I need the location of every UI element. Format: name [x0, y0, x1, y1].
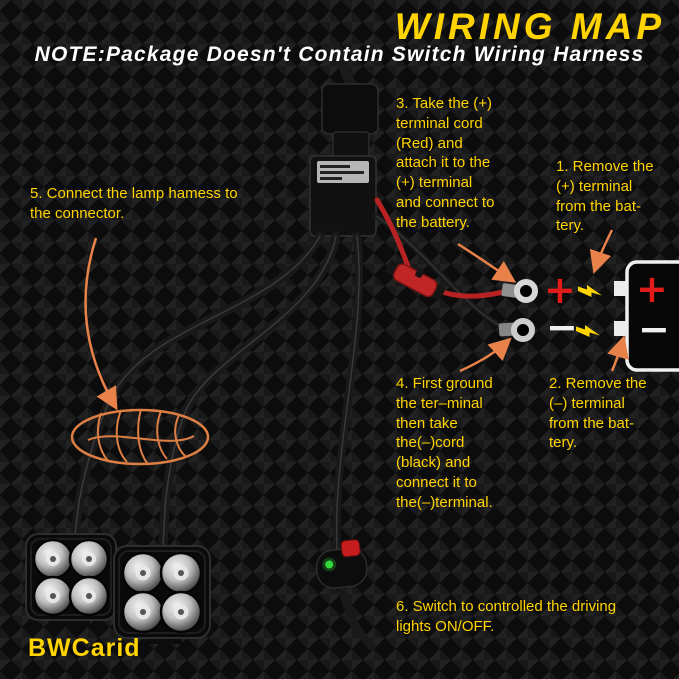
- lamp-wire-1: [70, 231, 325, 539]
- battery: + −: [614, 260, 679, 372]
- battery-negative-symbol: −: [638, 307, 670, 351]
- arrow-step-3: [457, 242, 517, 283]
- arrow-step-4: [459, 337, 512, 373]
- step-6-text: 6. Switch to controlled the driving ligh…: [396, 598, 617, 635]
- battery-negative-tab: [614, 321, 627, 336]
- arrow-step-5: [84, 237, 118, 411]
- lightning-bolt-icon: [578, 285, 602, 297]
- step-2-text: 2. Remove the (–) terminal from the bat-…: [549, 375, 647, 452]
- positive-terminal-symbol: +: [544, 268, 576, 312]
- switch-wire: [332, 232, 375, 650]
- led-pod-1: [25, 533, 117, 626]
- switch-led-indicator: [325, 560, 334, 569]
- negative-terminal-symbol: −: [546, 305, 578, 349]
- step-3-text: 3. Take the (+) terminal cord (Red) and …: [396, 95, 495, 231]
- subtitle-note: NOTE:Package Doesn't Contain Switch Wiri…: [34, 43, 645, 66]
- rocker-switch: [315, 539, 368, 589]
- harness-connector: [321, 83, 379, 159]
- step-5-text: 5. Connect the lamp hamess to the connec…: [30, 185, 238, 222]
- lamp-wire-2: [158, 231, 341, 553]
- battery-positive-symbol: +: [636, 267, 668, 311]
- arrow-step-1: [589, 229, 614, 274]
- step-1-text: 1. Remove the (+) terminal from the bat-…: [556, 158, 654, 235]
- arrow-step-2: [607, 335, 629, 372]
- lightning-bolt-icon: [576, 325, 600, 337]
- step-4-text: 4. First ground the ter–minal then take …: [396, 375, 493, 511]
- relay-box: [309, 155, 377, 237]
- page-title: WIRING MAP: [394, 6, 665, 47]
- fuse-holder: [385, 260, 446, 301]
- brand-logo: BWCarid: [28, 634, 141, 662]
- battery-positive-tab: [614, 281, 627, 296]
- led-pod-2: [113, 545, 211, 644]
- ring-terminal-positive: [501, 279, 538, 303]
- instruction-arrows: [84, 229, 629, 411]
- connector-loop: [70, 408, 210, 466]
- ring-terminal-negative: [498, 318, 535, 342]
